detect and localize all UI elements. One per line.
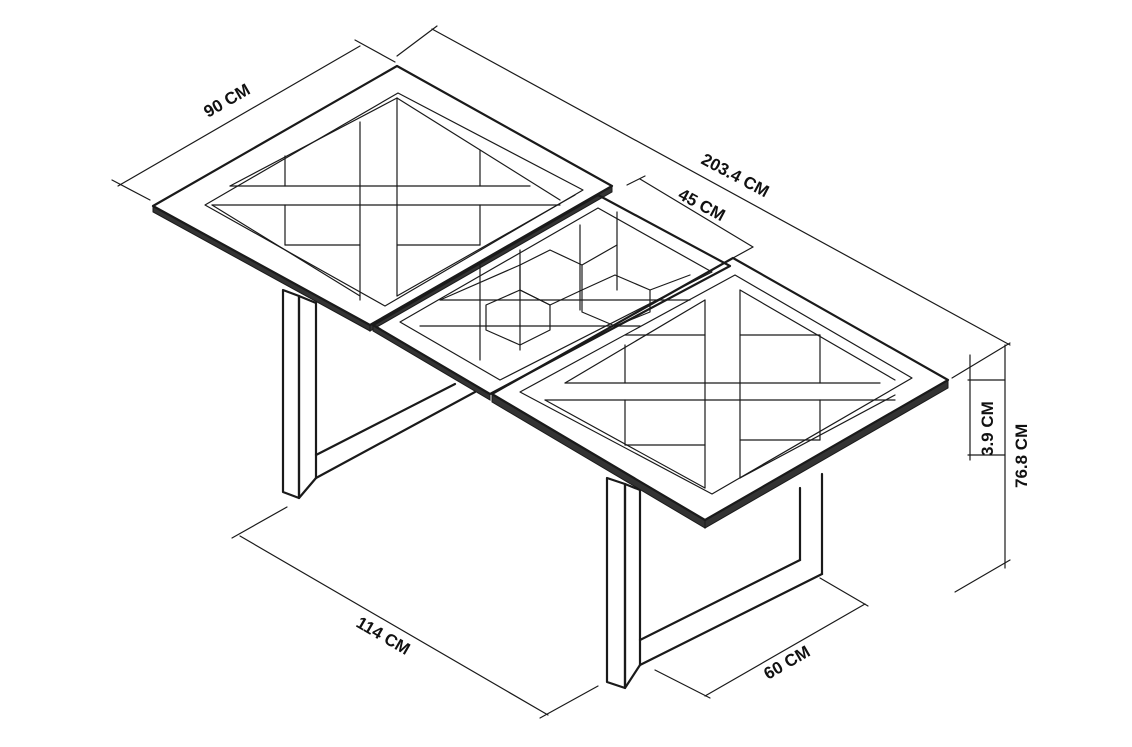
- height-label: 76.8 CM: [1012, 424, 1031, 488]
- extension-label: 45 CM: [675, 185, 728, 225]
- dimension-lines: [111, 25, 1011, 719]
- top-thickness-label: 3.9 CM: [978, 401, 997, 456]
- width-label: 90 CM: [201, 80, 254, 121]
- length-label: 203.4 CM: [698, 150, 772, 201]
- leg-span-label: 114 CM: [353, 613, 413, 659]
- leg-depth-label: 60 CM: [761, 642, 814, 683]
- right-leg-frame: [605, 472, 824, 690]
- left-leg-frame: [281, 288, 477, 500]
- extension-leaf: [371, 193, 732, 401]
- right-leaf: [490, 256, 950, 529]
